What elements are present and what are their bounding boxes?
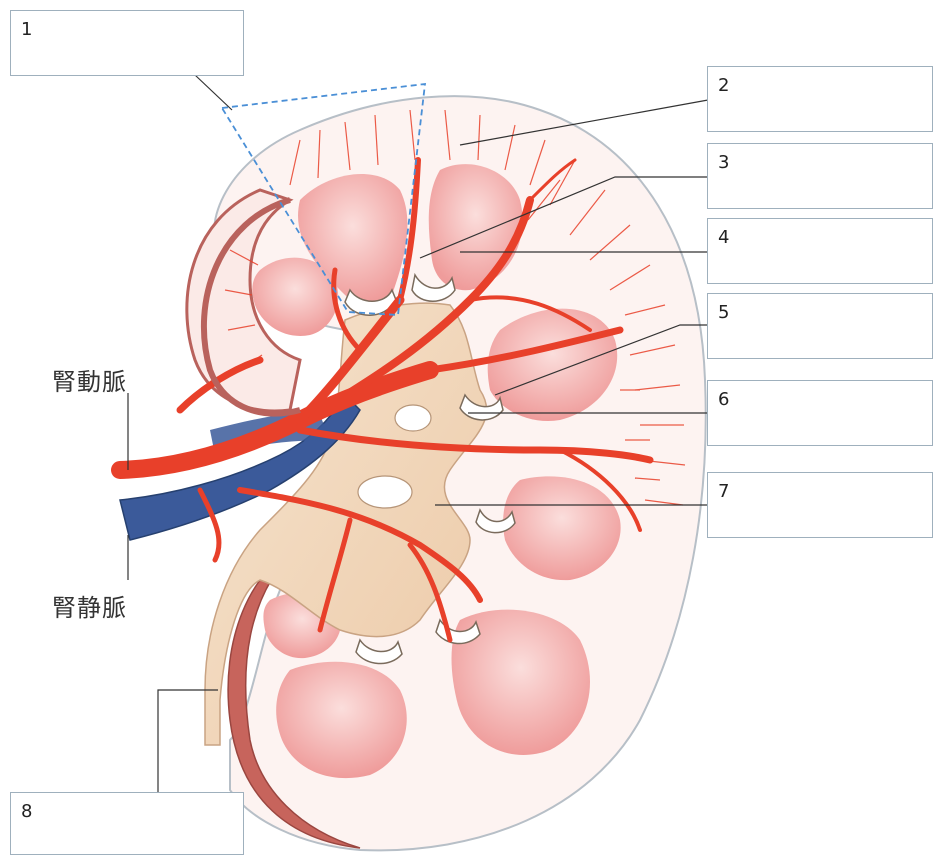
label-number-4: 4 [718, 227, 729, 248]
label-box-7[interactable]: 7 [707, 472, 933, 538]
label-number-3: 3 [718, 152, 729, 173]
label-number-7: 7 [718, 481, 729, 502]
label-box-1[interactable]: 1 [10, 10, 244, 76]
label-number-1: 1 [21, 19, 32, 40]
label-box-3[interactable]: 3 [707, 143, 933, 209]
sinus-fat [395, 405, 431, 431]
renal-artery-label: 腎動脈 [52, 362, 127, 397]
label-box-5[interactable]: 5 [707, 293, 933, 359]
label-number-5: 5 [718, 302, 729, 323]
label-number-8: 8 [21, 801, 32, 822]
sinus-fat [358, 476, 412, 508]
label-number-6: 6 [718, 389, 729, 410]
label-number-2: 2 [718, 75, 729, 96]
renal-vein-label: 腎静脈 [52, 588, 127, 623]
label-box-6[interactable]: 6 [707, 380, 933, 446]
label-box-8[interactable]: 8 [10, 792, 244, 855]
label-box-4[interactable]: 4 [707, 218, 933, 284]
label-box-2[interactable]: 2 [707, 66, 933, 132]
